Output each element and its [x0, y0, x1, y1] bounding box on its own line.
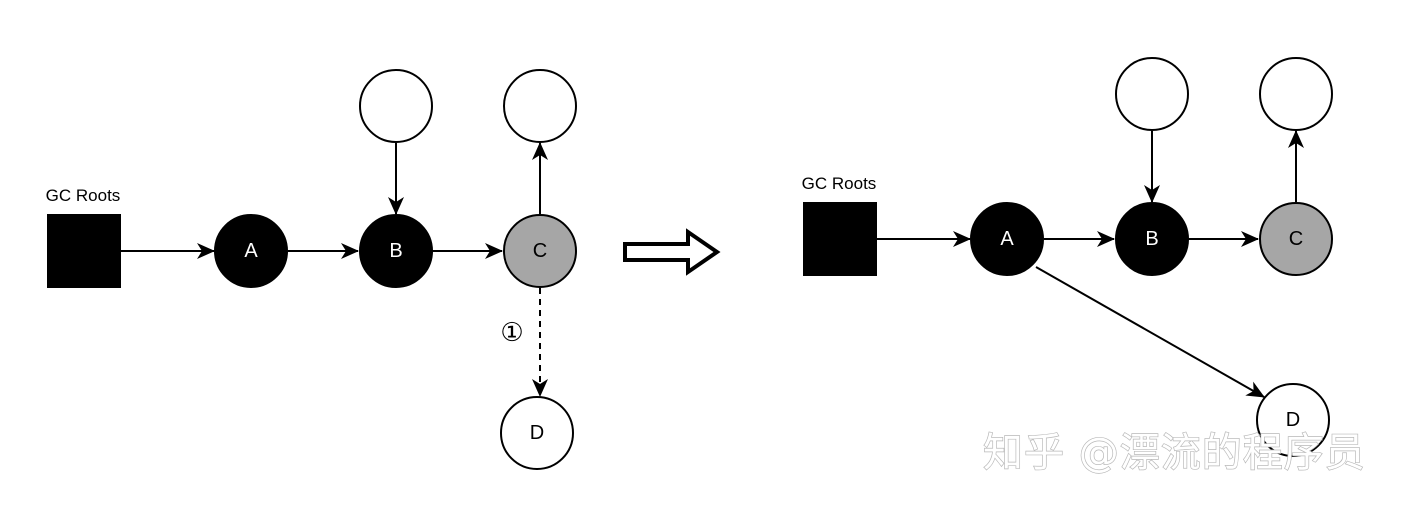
before-graph: GC Roots A B C D ①: [46, 69, 577, 470]
node-c: C: [503, 214, 577, 288]
node-d-circle: [500, 396, 574, 470]
gc-roots-square-after: [803, 202, 877, 276]
node-b-circle: [359, 214, 433, 288]
node-d-label: D: [530, 422, 544, 444]
node-b-after-label: B: [1145, 228, 1158, 250]
node-a-after: A: [970, 202, 1044, 276]
node-c-circle: [503, 214, 577, 288]
node-b-parent-circle: [359, 69, 433, 143]
node-c-child-after: [1259, 57, 1333, 131]
gc-roots-label: GC Roots: [46, 186, 121, 205]
step-one-label: ①: [500, 318, 523, 348]
gc-roots-label-after: GC Roots: [802, 174, 877, 193]
node-c-after: C: [1259, 202, 1333, 276]
node-c-child-after-circle: [1259, 57, 1333, 131]
node-a: A: [214, 214, 288, 288]
node-b-parent-after: [1115, 57, 1189, 131]
node-c-child: [503, 69, 577, 143]
node-d-after-label: D: [1286, 409, 1300, 431]
edge-a-to-d-after: [1035, 266, 1265, 398]
node-b-after: B: [1115, 202, 1189, 276]
node-c-label: C: [533, 240, 547, 262]
node-a-circle: [214, 214, 288, 288]
node-c-after-circle: [1259, 202, 1333, 276]
node-d-after: D: [1256, 383, 1330, 457]
node-b-parent: [359, 69, 433, 143]
node-a-after-label: A: [1000, 228, 1014, 250]
node-b-label: B: [389, 240, 402, 262]
gc-roots-square: [47, 214, 121, 288]
node-c-after-label: C: [1289, 228, 1303, 250]
node-d: D: [500, 396, 574, 470]
watermark: 知乎 @漂流的程序员: [983, 430, 1366, 476]
node-a-after-circle: [970, 202, 1044, 276]
node-b-after-circle: [1115, 202, 1189, 276]
after-graph: GC Roots A B C D: [802, 57, 1333, 457]
double-arrow-right-icon: [623, 228, 721, 276]
node-b: B: [359, 214, 433, 288]
node-c-child-circle: [503, 69, 577, 143]
node-b-parent-after-circle: [1115, 57, 1189, 131]
node-a-label: A: [244, 240, 258, 262]
node-d-after-circle: [1256, 383, 1330, 457]
